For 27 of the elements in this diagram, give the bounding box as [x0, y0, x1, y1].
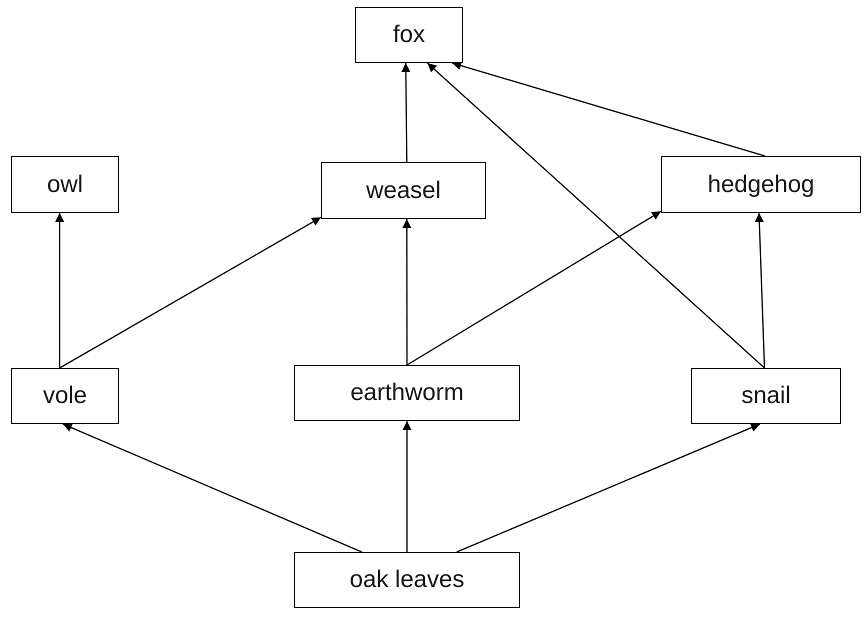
arrow [62, 423, 362, 553]
arrow [754, 212, 766, 368]
organism-name: snail [741, 382, 791, 410]
organism-name: vole [42, 382, 88, 410]
organism-box [691, 368, 841, 424]
organism-name: weasel [366, 176, 441, 204]
organism-name: owl [46, 170, 83, 198]
arrow [59, 216, 322, 369]
arrow [406, 210, 662, 366]
organism-box [294, 365, 520, 421]
organism-name: earthworm [350, 379, 464, 407]
organism-box [11, 156, 119, 213]
organism-name: oak leaves [350, 566, 464, 594]
organism-box [355, 7, 463, 63]
organism-name: hedgehog [708, 170, 814, 198]
organism-box [11, 368, 119, 424]
arrow [402, 219, 412, 365]
organism-box [661, 156, 861, 213]
arrow [426, 62, 765, 368]
organism-box [321, 162, 486, 219]
arrow [402, 421, 412, 552]
organism-name: fox [392, 21, 425, 49]
arrow [456, 423, 760, 553]
organism-box [294, 552, 520, 608]
arrow [401, 63, 410, 162]
arrow [452, 61, 766, 157]
arrow [55, 213, 64, 368]
